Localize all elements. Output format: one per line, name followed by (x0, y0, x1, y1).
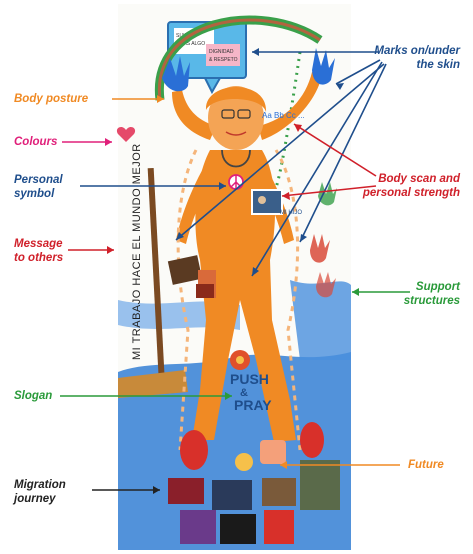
hands-sticker (260, 440, 286, 464)
broom-handle (147, 167, 165, 379)
collage-bottom-1 (168, 478, 204, 504)
ampersand-text: & (240, 387, 248, 399)
label-message-line2: to others (14, 252, 64, 264)
speech-note-pink (206, 44, 240, 66)
water-right (290, 280, 351, 360)
torso (192, 150, 296, 442)
collage-bottom-3 (262, 478, 296, 506)
label-body-scan-line1: Body scan and (378, 173, 460, 185)
right-shoe (300, 422, 324, 458)
green-handprint (318, 182, 337, 206)
annotation-arrows (60, 48, 410, 494)
collage-bottles (196, 284, 214, 298)
label-body-posture: Body posture (14, 93, 89, 105)
label-support-line1: Support (415, 281, 460, 293)
collage-bottom-4 (300, 460, 340, 510)
label-marks-on-under-skin: Marks on/under the skin (360, 44, 460, 72)
right-hand (312, 48, 335, 85)
left-shoe (180, 430, 208, 470)
head (208, 86, 264, 150)
note-text-2: & RESPETO (209, 57, 238, 63)
dotted-line (273, 51, 302, 191)
push-text: PUSH (230, 371, 269, 387)
label-message-to-others: Message to others (14, 237, 63, 265)
collage-bottom-2 (212, 480, 252, 510)
left-arm (172, 90, 216, 140)
left-hand (162, 56, 190, 92)
letters-text: Aa Bb Cc ... (262, 111, 305, 120)
hair (205, 87, 267, 112)
label-body-scan-line2: personal strength (362, 187, 460, 199)
label-marks-line2: the skin (416, 59, 460, 71)
red-handprint-2 (316, 272, 336, 298)
pray-text: PRAY (234, 397, 272, 413)
label-support-structures: Support structures (370, 280, 460, 308)
collage-bottom-7 (220, 514, 256, 544)
body-outline (176, 149, 302, 451)
right-arm (258, 72, 322, 140)
label-message-line1: Message (14, 238, 63, 250)
vertical-slogan: MI TRABAJO HACE EL MUNDO MEJOR (131, 143, 143, 360)
collage-bottom-6 (264, 510, 294, 544)
label-future: Future (408, 459, 444, 471)
label-support-line2: structures (403, 295, 460, 307)
label-body-scan: Body scan and personal strength (348, 172, 460, 200)
label-marks-line1: Marks on/under (374, 45, 460, 57)
collage-typewriter (167, 255, 203, 285)
collage-bottom-5 (180, 510, 216, 544)
label-personal-line2: symbol (14, 188, 55, 200)
red-handprint (310, 234, 330, 263)
speech-text-2: SITAS ALGO (176, 41, 205, 47)
label-migration-line1: Migration (14, 479, 66, 491)
sun-sticker (235, 453, 253, 471)
label-migration-journey: Migration journey (14, 478, 66, 506)
label-migration-line2: journey (14, 493, 56, 505)
heart (116, 127, 136, 142)
note-text-1: DIGNIDAD (209, 49, 234, 55)
label-personal-symbol: Personal symbol (14, 173, 63, 201)
label-colours: Colours (14, 136, 58, 148)
label-slogan: Slogan (14, 390, 53, 402)
label-personal-line1: Personal (14, 174, 63, 186)
broom-head (118, 370, 188, 398)
photo-son (251, 189, 283, 215)
